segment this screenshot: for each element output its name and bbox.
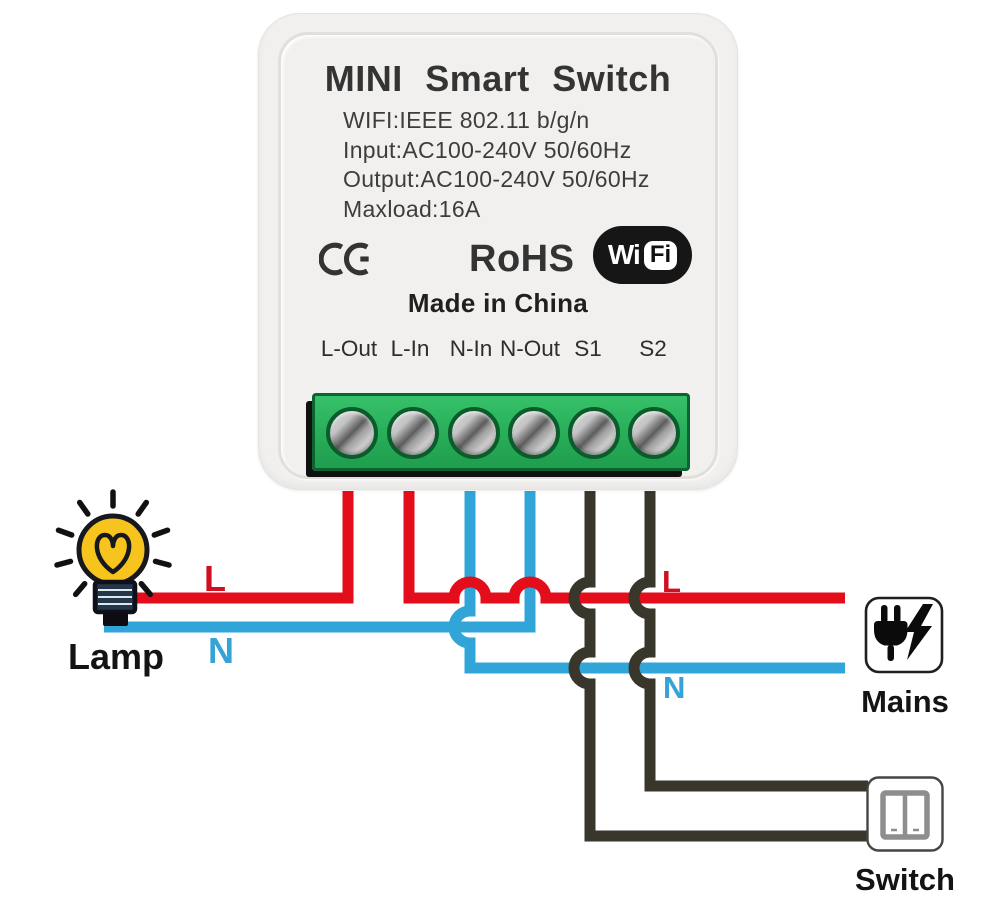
neutral-letter-right: N xyxy=(663,670,686,705)
wire-live-out-to-lamp xyxy=(122,491,354,604)
mains-label: Mains xyxy=(861,684,949,719)
spec-output: Output:AC100-240V 50/60Hz xyxy=(343,166,650,192)
wire-live-in-to-mains xyxy=(403,491,845,604)
terminal-label-l-in: L-In xyxy=(390,336,430,361)
spec-maxload: Maxload:16A xyxy=(343,195,481,222)
mains-icon xyxy=(864,596,944,674)
terminal-screw-l-out xyxy=(326,407,378,459)
terminal-label-l-out: L-Out xyxy=(320,336,378,361)
terminal-screw-s1 xyxy=(568,407,620,459)
power-plug-icon xyxy=(874,605,908,661)
terminal-screw-n-out xyxy=(508,407,560,459)
terminal-screw-l-in xyxy=(387,407,439,459)
wire-neutral-in-to-mains xyxy=(448,491,845,674)
device-bezel xyxy=(278,32,718,479)
wall-switch-icon xyxy=(866,776,944,852)
ce-mark-icon xyxy=(319,242,369,276)
spec-input: Input:AC100-240V 50/60Hz xyxy=(343,136,632,163)
wire-neutral-out-to-lamp xyxy=(104,491,536,633)
terminal-label-n-out: N-Out xyxy=(499,336,561,361)
terminal-label-s2: S2 xyxy=(639,336,667,361)
wire-s1-to-switch xyxy=(568,491,868,842)
terminal-screw-n-in xyxy=(448,407,500,459)
wifi-logo: Wi Fi xyxy=(593,226,692,284)
terminal-label-s1: S1 xyxy=(574,336,602,361)
lamp-base-tip xyxy=(103,612,128,626)
terminal-label-n-in: N-In xyxy=(449,336,493,361)
lamp-base-threads xyxy=(98,589,132,605)
device-specs: WIFI:IEEE 802.11 b/g/n Input:AC100-240V … xyxy=(343,106,650,224)
origin-label: Made in China xyxy=(407,288,589,318)
spec-wifi: WIFI:IEEE 802.11 b/g/n xyxy=(343,107,590,133)
terminal-screw-s2 xyxy=(628,407,680,459)
smart-switch-device: MINI Smart Switch WIFI:IEEE 802.11 b/g/n… xyxy=(258,13,738,490)
wifi-logo-fi: Fi xyxy=(643,240,678,270)
rohs-label: RoHS xyxy=(469,238,575,280)
wifi-logo-wi: Wi xyxy=(607,239,641,270)
lamp-filament xyxy=(94,532,132,575)
lamp-label: Lamp xyxy=(67,636,164,677)
switch-label: Switch xyxy=(855,862,955,897)
wire-s2-to-switch xyxy=(628,491,868,792)
lightning-bolt-icon xyxy=(905,604,933,660)
neutral-letter-left: N xyxy=(208,630,234,671)
lamp-rays xyxy=(54,489,172,598)
terminal-block xyxy=(312,393,690,471)
live-letter-right: L xyxy=(662,564,681,599)
live-letter-left: L xyxy=(204,558,226,599)
lamp-icon xyxy=(54,489,172,626)
device-title: MINI Smart Switch xyxy=(324,58,672,99)
